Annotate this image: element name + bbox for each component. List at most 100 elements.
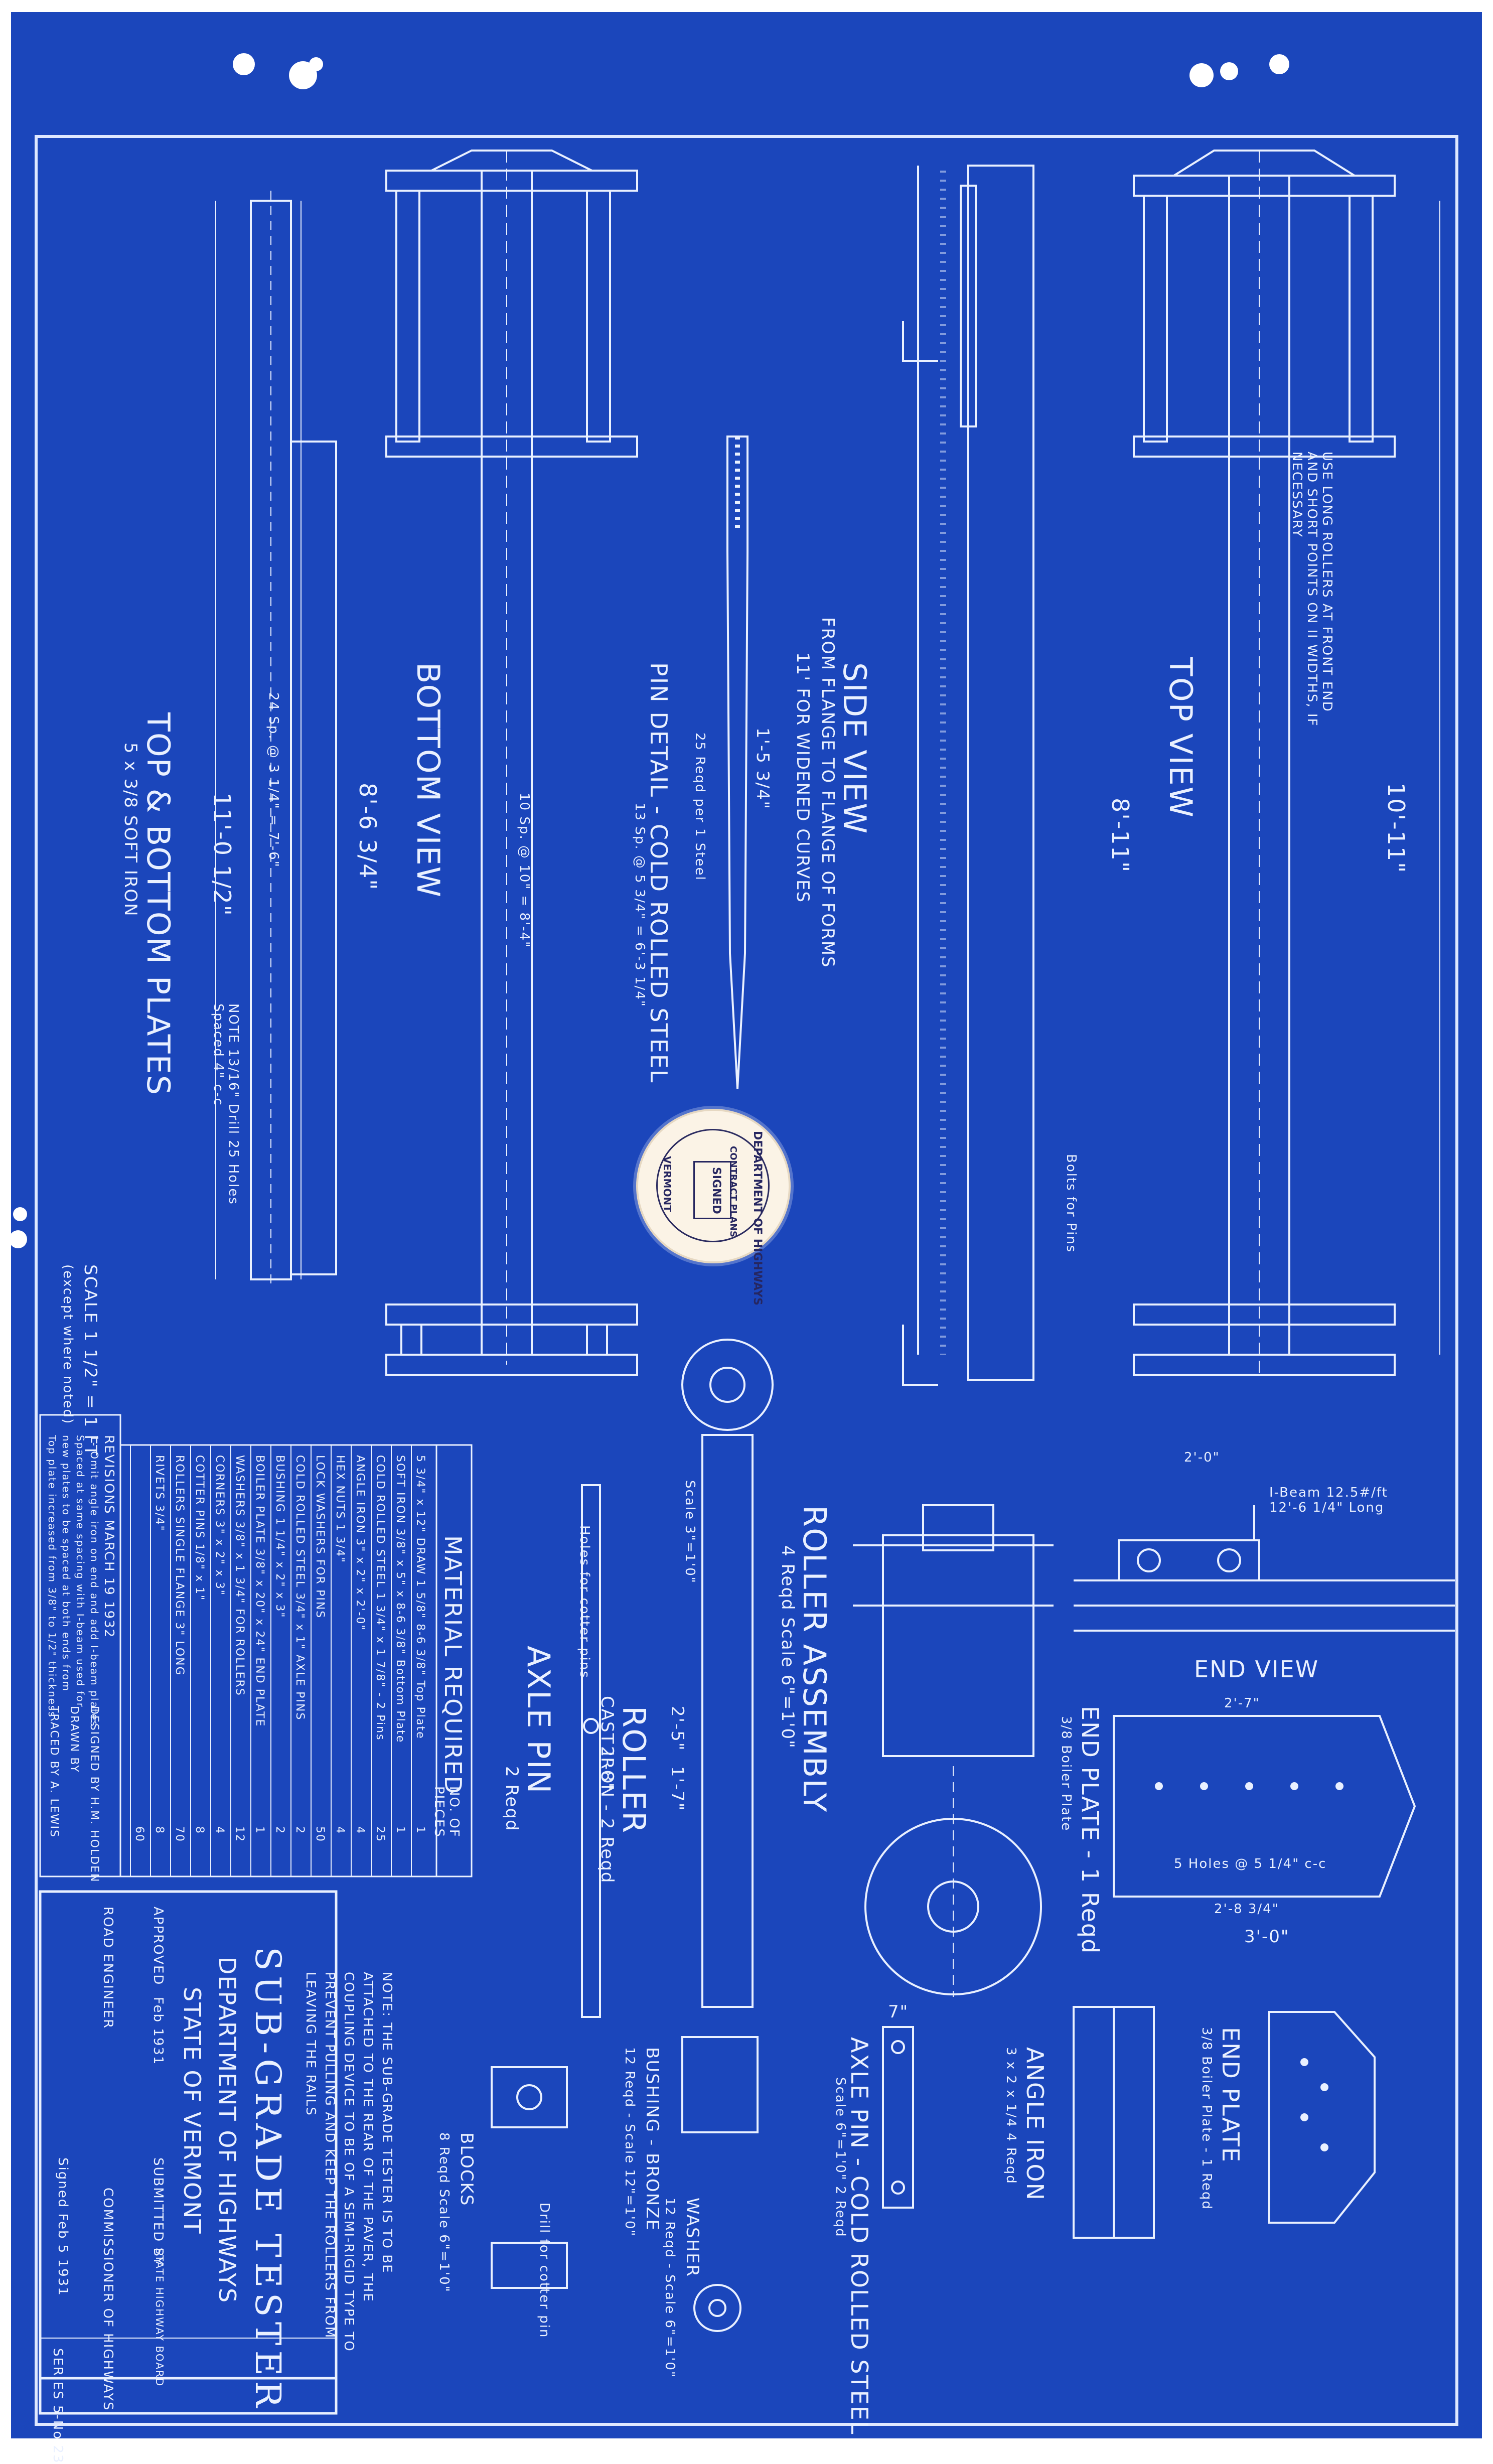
dim-bottom-spacing-2: 13 Sp. @ 5 3/4" = 6'-3 1/4"	[632, 803, 647, 1007]
material-row-qty: 2	[273, 1826, 286, 1834]
material-row-item: COLD ROLLED STEEL 3/4" x 1" AXLE PINS	[293, 1455, 306, 1721]
material-row-item: COTTER PINS 1/8" x 1"	[193, 1455, 206, 1602]
outer-border	[35, 135, 1458, 2426]
material-row-item: WASHERS 3/8" x 1 3/4" FOR ROLLERS	[233, 1455, 246, 1696]
angle-iron-drawing	[1073, 2006, 1155, 2239]
general-note: NOTE: THE SUB-GRADE TESTER IS TO BE ATTA…	[303, 1972, 394, 2352]
axle-pin-drawing	[581, 1484, 601, 2018]
designed-by: DESIGNED BY H.M. HOLDEN	[88, 1706, 100, 1883]
commissioner-label: COMMISSIONER OF HIGHWAYS	[100, 2188, 115, 2411]
material-row-item: CORNERS 3" x 2" x 3"	[213, 1455, 226, 1596]
approved-date: Feb 1931	[151, 1997, 166, 2066]
blocks-subtitle: 8 Reqd Scale 6"=1'0"	[436, 2132, 452, 2293]
end-plate-2-subtitle: 3/8 Boiler Plate - 1 Reqd	[1199, 2027, 1214, 2210]
end-plate-2-drawing	[1268, 2011, 1376, 2224]
dim-plates-overall: 11'-0 1/2"	[209, 793, 236, 917]
end-plate-1-subtitle: 3/8 Boiler Plate	[1059, 1716, 1074, 1832]
dim-roller-len: 1'-7"	[667, 1766, 687, 1812]
road-engineer-label: ROAD ENGINEER	[100, 1907, 115, 2030]
material-row-item: ROLLERS SINGLE FLANGE 3" LONG	[173, 1455, 186, 1676]
stamp-line-4: VERMONT	[661, 1156, 673, 1212]
top-bottom-plates-subtitle: 5 x 3/8 SOFT IRON	[120, 743, 140, 917]
title-block-title: SUB-GRADE TESTER	[247, 1947, 288, 2413]
revision-line-1: 1- Omit angle iron on end and add I-beam…	[88, 1435, 100, 1727]
dim-axle-len: 2'-8"	[597, 1746, 617, 1792]
revisions-frame	[39, 1414, 121, 1877]
drill-note: Drill for cotter pin	[537, 2203, 552, 2339]
material-row-item: COLD ROLLED STEEL 1 3/4" x 1 7/8" - 2 Pi…	[374, 1455, 386, 1741]
scale-note: SCALE 1 1/2" = 1 FT	[80, 1264, 100, 1457]
end-view-title: END VIEW	[1194, 1656, 1319, 1683]
traced-by: TRACED BY A. LEWIS	[48, 1706, 60, 1838]
washer-title: WASHER	[682, 2198, 702, 2278]
material-row-qty: 8	[193, 1826, 206, 1834]
title-block-state: STATE OF VERMONT	[179, 1987, 206, 2235]
end-plate-2-title: END PLATE	[1217, 2027, 1244, 2163]
material-table-pieces-header: NO. OF PIECES	[431, 1786, 462, 1838]
worn-spots	[9, 53, 1289, 1248]
roller-drawing	[681, 1339, 774, 2008]
axle-pin-detail-title: AXLE PIN - COLD ROLLED STEEL	[846, 2037, 873, 2435]
top-view-drawing	[1133, 150, 1440, 1376]
dim-top-inner: 8'-11"	[1107, 798, 1134, 874]
side-view-drawing	[902, 165, 1034, 1386]
dim-end-view: 2'-0"	[1184, 1450, 1220, 1465]
bolts-note: Bolts for Pins	[1064, 1154, 1079, 1253]
dim-axle-pin-len: 7"	[888, 2002, 909, 2022]
material-row-qty: 60	[133, 1826, 145, 1842]
submitted-role: STATE HIGHWAY BOARD	[154, 2248, 166, 2387]
material-row-item: LOCK WASHERS FOR PINS	[314, 1455, 326, 1619]
top-bottom-plates-title: TOP & BOTTOM PLATES	[140, 712, 177, 1096]
dim-roller-dia: 2'-5"	[667, 1706, 687, 1752]
dim-end-plate-top: 2'-7"	[1224, 1696, 1260, 1711]
washer-subtitle: 12 Reqd - Scale 6"=1'0"	[662, 2198, 677, 2378]
dim-end-plate-inner: 2'-8 3/4"	[1214, 1902, 1279, 1917]
material-row-qty: 50	[314, 1826, 326, 1842]
material-row-qty: 2	[293, 1826, 306, 1834]
material-row-qty: 1	[253, 1826, 266, 1834]
top-view-note: USE LONG ROLLERS AT FRONT END AND SHORT …	[1289, 452, 1334, 727]
bottom-view-title: BOTTOM VIEW	[410, 662, 446, 899]
dim-bottom-spacing: 10 Sp. @ 10" = 8'-4"	[517, 793, 532, 949]
bushing-drawing	[681, 2036, 759, 2133]
material-row-item: RIVETS 3/4"	[153, 1455, 166, 1532]
bottom-view-drawing	[385, 150, 638, 1376]
material-table-title: MATERIAL REQUIRED	[439, 1535, 467, 1795]
angle-iron-title: ANGLE IRON	[1021, 2047, 1049, 2201]
dim-end-plate-width: 3'-0"	[1244, 1927, 1290, 1947]
material-row-qty: 4	[334, 1826, 346, 1834]
pin-detail-title: PIN DETAIL - COLD ROLLED STEEL	[645, 662, 672, 1084]
axle-pin-detail-subtitle: Scale 6"=1'0" 2 Reqd	[833, 2077, 848, 2238]
side-view-title: SIDE VIEW	[836, 662, 873, 835]
washer-drawing	[693, 2284, 741, 2332]
roller-title: ROLLER	[616, 1706, 652, 1834]
material-row-item: BUSHING 1 1/4" x 2" x 3"	[273, 1455, 286, 1619]
material-row-item: SOFT IRON 3/8" x 5" x 8-6 3/8" Bottom Pl…	[394, 1455, 406, 1744]
axle-pin-subtitle: 2 Reqd	[502, 1766, 522, 1832]
material-row-qty: 1	[394, 1826, 406, 1834]
holes-note: NOTE 13/16" Drill 25 Holes Spaced 4" c-c	[211, 1003, 241, 1205]
dim-plates-spacing: 24 Sp. @ 3 1/4" = 7'-6"	[266, 692, 281, 868]
end-view-drawing	[1074, 1505, 1455, 1632]
roller-assembly-drawing	[853, 1504, 1054, 1997]
stamp-line-3: SIGNED	[710, 1167, 722, 1214]
revision-line-4: Top plate increased from 3/8" to 1/2" th…	[46, 1435, 58, 1718]
stamp-ring	[656, 1129, 770, 1242]
roller-assembly-title: ROLLER ASSEMBLY	[796, 1505, 833, 1813]
title-block-department: DEPARTMENT OF HIGHWAYS	[214, 1957, 241, 2304]
angle-iron-subtitle: 3 x 2 x 1/4 4 Reqd	[1003, 2047, 1018, 2185]
side-view-subtitle-2: 11' FOR WIDENED CURVES	[793, 652, 813, 904]
stamp-line-1: DEPARTMENT OF HIGHWAYS	[751, 1131, 764, 1306]
material-row-qty: 12	[233, 1826, 246, 1842]
bushing-title: BUSHING - BRONZE	[642, 2047, 662, 2231]
material-row-qty: 4	[354, 1826, 366, 1834]
material-row-qty: 4	[213, 1826, 226, 1834]
signed-label: Signed Feb 5 1931	[55, 2157, 70, 2296]
plates-elevation	[215, 191, 337, 1284]
pin-detail-subtitle: 25 Reqd per 1 Steel	[692, 733, 707, 881]
pin-detail-drawing	[726, 436, 749, 1089]
material-row-item: HEX NUTS 1 3/4"	[334, 1455, 346, 1563]
approved-label: APPROVED	[151, 1907, 166, 1986]
dim-pin-len: 1'-5 3/4"	[753, 728, 773, 810]
drawn-by: DRAWN BY	[68, 1706, 80, 1773]
